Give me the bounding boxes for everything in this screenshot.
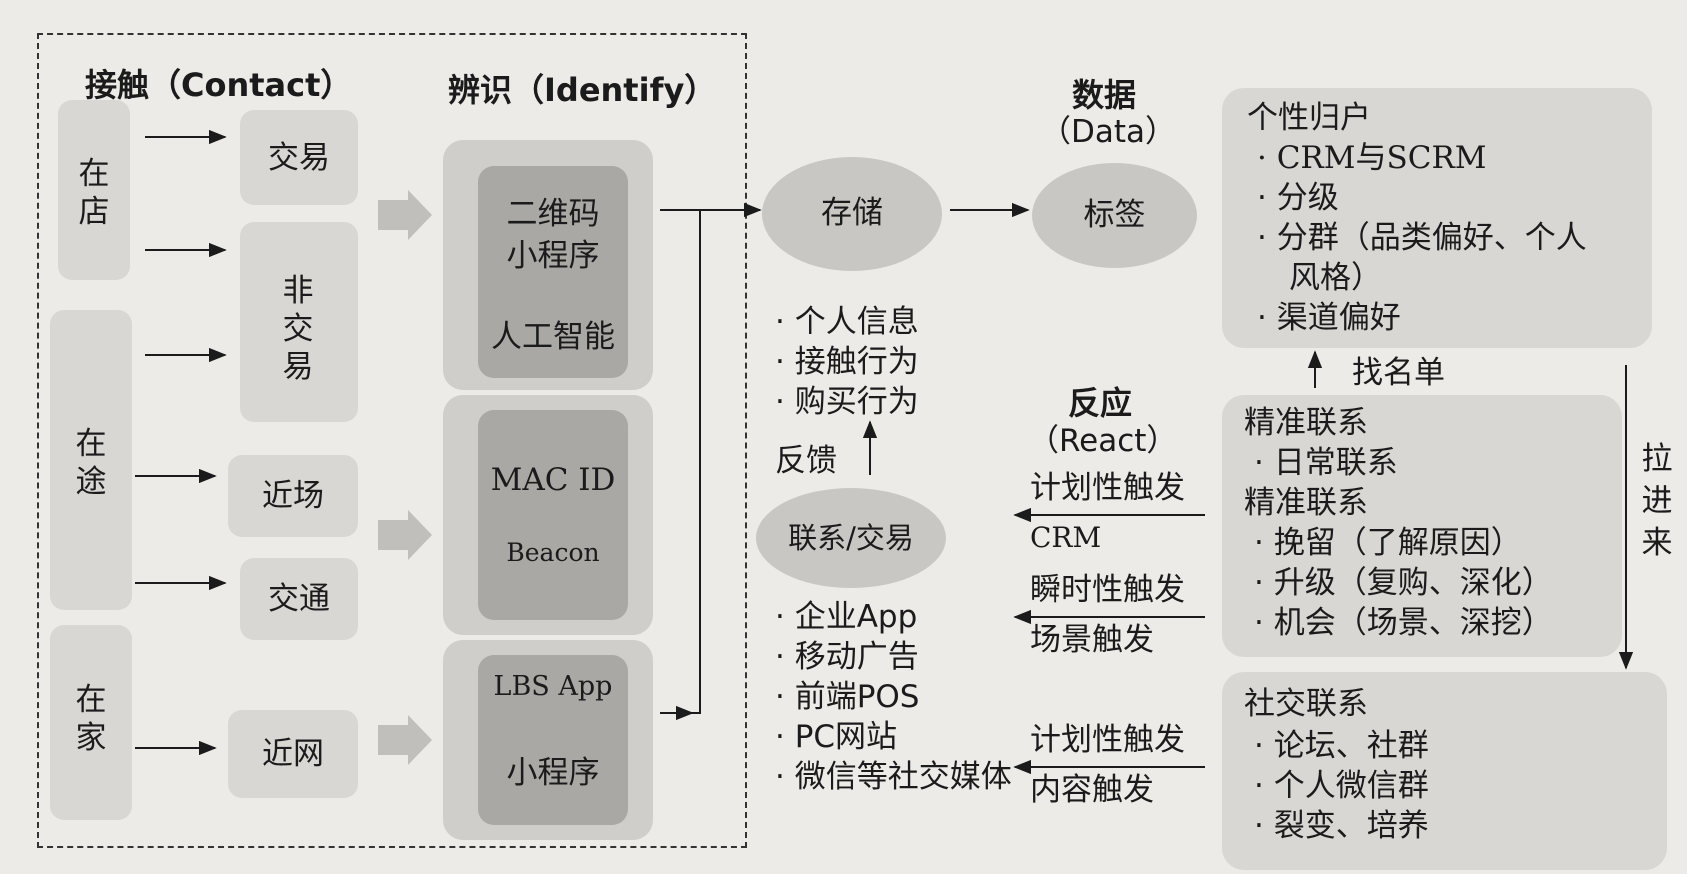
social-items: · 论坛、社群 · 个人微信群 · 裂变、培养: [1254, 726, 1429, 846]
social-title: 社交联系: [1244, 686, 1368, 722]
find-list-label: 找名单: [1352, 355, 1445, 391]
place-box-transit: 在途: [50, 310, 132, 610]
channel-label-nontrade: 非交易: [282, 273, 314, 385]
trigger-2-top: 瞬时性触发: [1030, 572, 1185, 608]
identify-ai: 人工智能: [491, 319, 615, 355]
channel-label-trade: 交易: [268, 140, 330, 176]
segment-item: 风格）: [1289, 260, 1382, 296]
contact-trade-item: · 企业App: [775, 599, 918, 635]
channel-label-net: 近网: [262, 736, 324, 772]
segment-title: 个性归户: [1247, 100, 1371, 136]
data-items: · 个人信息 · 接触行为 · 购买行为: [775, 302, 919, 422]
channel-box-near: 近场: [228, 455, 358, 537]
precise-line: · 升级（复购、深化）: [1254, 565, 1553, 601]
channel-label-traffic: 交通: [268, 581, 330, 617]
channel-box-trade: 交易: [240, 110, 358, 205]
react-subtitle: （React）: [1028, 423, 1178, 459]
contact-trade-label: 联系/交易: [788, 521, 914, 555]
place-label-home: 在家: [75, 682, 107, 756]
social-item: · 论坛、社群: [1254, 728, 1429, 764]
precise-line: · 日常联系: [1254, 445, 1398, 481]
precise-line: · 机会（场景、深挖）: [1254, 605, 1553, 641]
trigger-3-top: 计划性触发: [1030, 722, 1185, 758]
channel-box-net: 近网: [228, 710, 358, 798]
data-item: · 接触行为: [775, 344, 919, 380]
segment-item: · 渠道偏好: [1257, 300, 1401, 336]
place-box-store: 在店: [58, 100, 130, 280]
contact-trade-item: · PC网站: [775, 719, 898, 755]
identify-lbs-app: LBS App: [493, 671, 613, 702]
data-title: 数据: [1072, 76, 1137, 114]
trigger-1-top: 计划性触发: [1030, 470, 1185, 506]
connector-identify-bottom: [660, 210, 701, 714]
segment-item: · CRM与SCRM: [1257, 140, 1487, 176]
contact-title: 接触（Contact）: [85, 66, 353, 104]
social-box: 社交联系 · 论坛、社群 · 个人微信群 · 裂变、培养: [1222, 672, 1667, 870]
data-item: · 个人信息: [775, 304, 919, 340]
place-box-home: 在家: [50, 625, 132, 820]
identify-title: 辨识（Identify）: [448, 71, 717, 109]
tags-ellipse: 标签: [1032, 163, 1197, 268]
place-label-transit: 在途: [75, 426, 107, 500]
precise-line: 精准联系: [1244, 485, 1368, 521]
channel-box-traffic: 交通: [240, 558, 358, 640]
contact-trade-item: · 前端POS: [775, 679, 920, 715]
tags-label: 标签: [1083, 197, 1146, 233]
identify-macid: MAC ID: [490, 462, 616, 498]
segment-items: · CRM与SCRM · 分级 · 分群（品类偏好、个人 风格） · 渠道偏好: [1257, 138, 1587, 338]
precise-lines: 精准联系 · 日常联系 精准联系 · 挽留（了解原因） · 升级（复购、深化） …: [1244, 403, 1553, 643]
identify-miniprogram: 小程序: [506, 238, 600, 274]
block-arrow-2: [378, 510, 432, 560]
social-item: · 裂变、培养: [1254, 808, 1429, 844]
storage-label: 存储: [821, 195, 883, 231]
dashed-region: [37, 33, 747, 848]
contact-trade-items: · 企业App · 移动广告 · 前端POS · PC网站 · 微信等社交媒体: [775, 597, 1012, 797]
trigger-2-bottom: 场景触发: [1030, 622, 1154, 658]
channel-box-nontrade: 非交易: [240, 222, 358, 422]
identify-beacon: Beacon: [506, 538, 600, 567]
social-item: · 个人微信群: [1254, 768, 1429, 804]
precise-box: 精准联系 · 日常联系 精准联系 · 挽留（了解原因） · 升级（复购、深化） …: [1222, 395, 1622, 657]
identify-inner-1: 二维码 小程序 人工智能: [478, 166, 628, 378]
contact-trade-item: · 微信等社交媒体: [775, 759, 1012, 795]
block-arrow-1: [378, 190, 432, 240]
react-title: 反应: [1068, 384, 1133, 422]
segment-box: 个性归户 · CRM与SCRM · 分级 · 分群（品类偏好、个人 风格） · …: [1222, 88, 1652, 348]
identify-qrcode: 二维码: [506, 196, 600, 232]
identify-inner-2: MAC ID Beacon: [478, 410, 628, 620]
trigger-3-bottom: 内容触发: [1030, 772, 1154, 808]
identify-miniprogram-2: 小程序: [506, 755, 600, 791]
storage-ellipse: 存储: [762, 157, 942, 271]
precise-line: 精准联系: [1244, 405, 1368, 441]
data-item: · 购买行为: [775, 384, 919, 420]
channel-label-near: 近场: [262, 478, 324, 514]
segment-item: · 分群（品类偏好、个人: [1257, 220, 1587, 256]
segment-item: · 分级: [1257, 180, 1339, 216]
place-label-store: 在店: [78, 156, 110, 230]
contact-trade-item: · 移动广告: [775, 639, 919, 675]
data-subtitle: （Data）: [1040, 114, 1177, 150]
trigger-1-bottom: CRM: [1030, 521, 1102, 554]
precise-line: · 挽留（了解原因）: [1254, 525, 1522, 561]
contact-trade-ellipse: 联系/交易: [756, 488, 946, 588]
feedback-label: 反馈: [775, 443, 837, 479]
block-arrow-3: [378, 715, 432, 765]
identify-inner-3: LBS App 小程序: [478, 655, 628, 825]
pull-in-label: 拉进来: [1641, 441, 1673, 561]
